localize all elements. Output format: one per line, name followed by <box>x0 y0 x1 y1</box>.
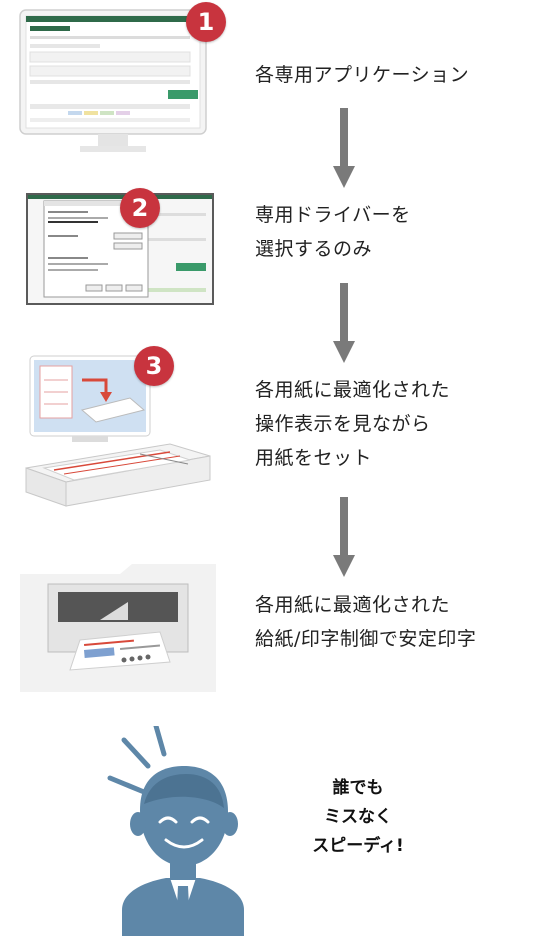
dialog-screen-icon <box>26 193 214 305</box>
happy-person-icon <box>107 723 244 936</box>
step-1-text: 各専用アプリケーション <box>255 64 470 86</box>
monitor-illustration <box>18 8 210 158</box>
exclamation-text: 誰でも ミスなく スピーディ! <box>312 778 404 856</box>
driver-dialog-illustration <box>26 193 214 305</box>
step-1-badge: 1 <box>186 2 226 42</box>
down-arrow-icon <box>333 108 355 188</box>
person-illustration <box>104 723 284 936</box>
printer-illustration <box>20 562 216 692</box>
down-arrow-icon <box>333 497 355 577</box>
tray-icon <box>25 355 211 507</box>
step-3-badge: 3 <box>134 346 174 386</box>
step-2-badge: 2 <box>120 188 160 228</box>
step-2-text: 専用ドライバーを 選択するのみ <box>255 204 411 260</box>
monitor-icon <box>19 9 207 152</box>
step-4-text: 各用紙に最適化された 給紙/印字制御で安定印字 <box>255 594 477 650</box>
step-3-text: 各用紙に最適化された 操作表示を見ながら 用紙をセット <box>255 379 451 469</box>
down-arrow-icon <box>333 283 355 363</box>
paper-tray-illustration <box>20 352 216 520</box>
printer-icon <box>20 564 216 692</box>
